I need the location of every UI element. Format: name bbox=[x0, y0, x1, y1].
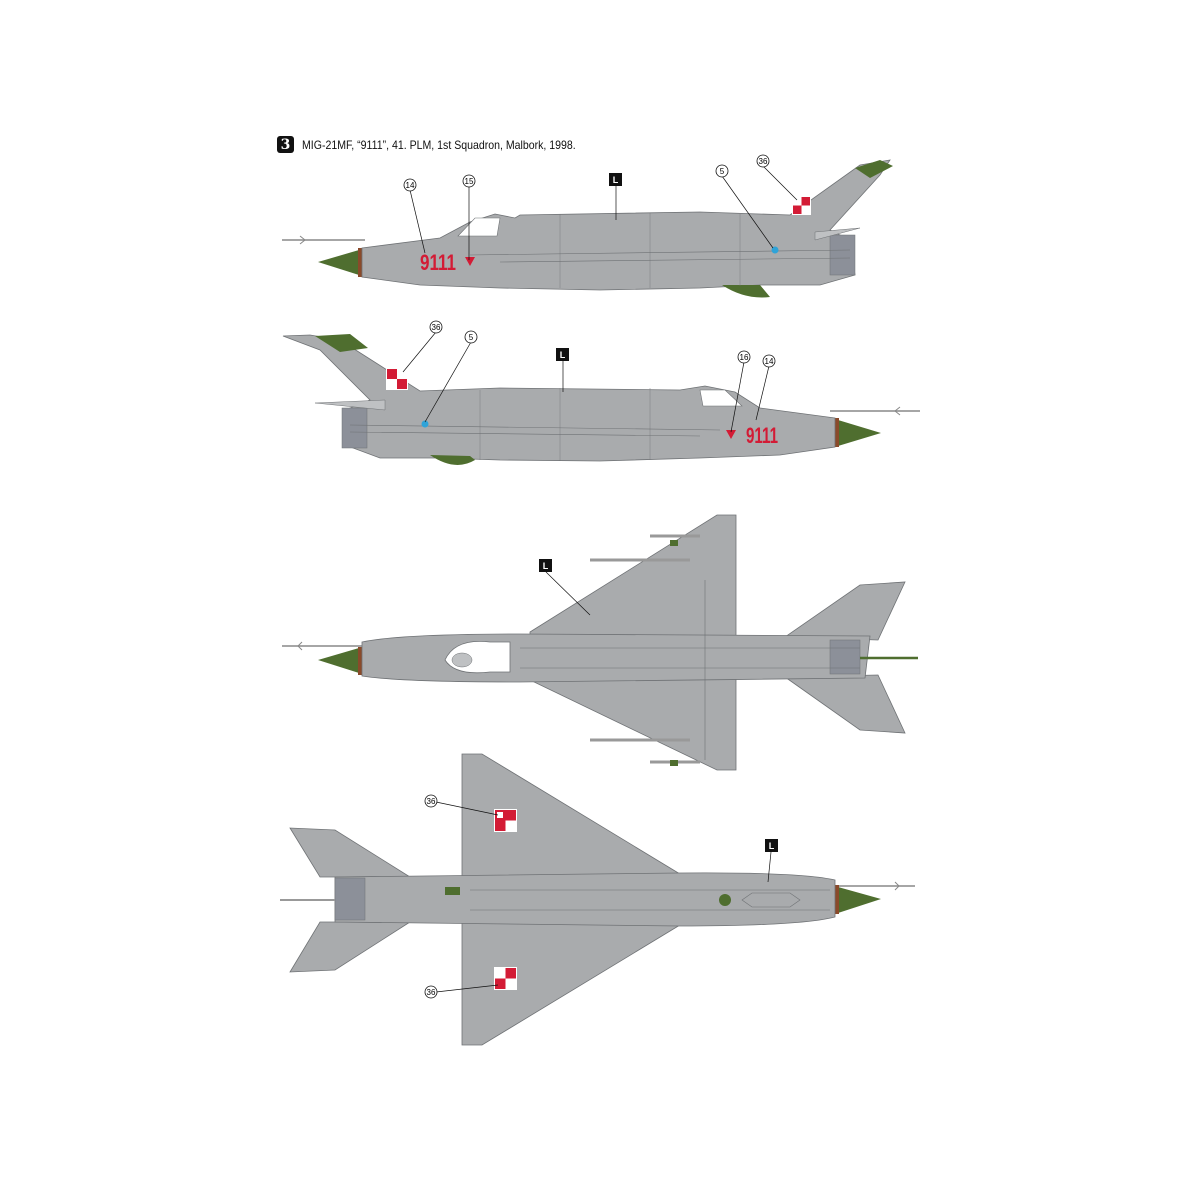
svg-text:14: 14 bbox=[406, 181, 415, 190]
right-side-view: 9111 36 5 16 14 L bbox=[282, 320, 920, 465]
svg-text:L: L bbox=[769, 841, 775, 851]
paint-label-L: L bbox=[556, 348, 569, 392]
top-view: L bbox=[282, 514, 918, 771]
svg-text:15: 15 bbox=[465, 177, 474, 186]
profile-caption-text: MIG-21MF, “9111”, 41. PLM, 1st Squadron,… bbox=[302, 137, 576, 152]
left-side-view: 9111 14 15 5 36 L bbox=[282, 154, 893, 298]
paint-label-L: L bbox=[539, 559, 591, 616]
profile-number-badge: 3 bbox=[277, 136, 294, 153]
svg-text:L: L bbox=[560, 350, 566, 360]
polish-checkerboard-lower bbox=[494, 967, 517, 990]
callout-16: 16 bbox=[730, 350, 751, 433]
svg-text:36: 36 bbox=[427, 797, 436, 806]
nose-cone bbox=[838, 420, 881, 446]
nose-cone bbox=[838, 887, 881, 913]
svg-text:5: 5 bbox=[469, 333, 474, 342]
callout-5: 5 bbox=[424, 330, 478, 423]
svg-text:36: 36 bbox=[432, 323, 441, 332]
svg-text:16: 16 bbox=[740, 353, 749, 362]
svg-text:36: 36 bbox=[759, 157, 768, 166]
svg-text:14: 14 bbox=[765, 357, 774, 366]
svg-text:L: L bbox=[543, 561, 549, 571]
polish-checkerboard bbox=[792, 196, 811, 215]
profile-caption: 3 MIG-21MF, “9111”, 41. PLM, 1st Squadro… bbox=[277, 136, 613, 153]
paint-label-L: L bbox=[765, 839, 778, 883]
callout-14: 14 bbox=[755, 354, 776, 421]
nose-cone bbox=[318, 648, 359, 673]
svg-text:5: 5 bbox=[720, 167, 725, 176]
serial-number: 9111 bbox=[420, 250, 456, 275]
fuselage bbox=[361, 633, 871, 683]
callout-36-lower: 36 bbox=[424, 984, 499, 999]
callout-36-upper: 36 bbox=[424, 794, 499, 816]
callout-36: 36 bbox=[402, 320, 443, 373]
polish-checkerboard bbox=[386, 368, 408, 390]
serial-number: 9111 bbox=[746, 423, 778, 448]
callout-5: 5 bbox=[715, 164, 774, 249]
svg-text:L: L bbox=[613, 175, 619, 185]
callout-36: 36 bbox=[756, 154, 798, 201]
bottom-view: 36 36 L bbox=[280, 753, 915, 1046]
polish-checkerboard-upper bbox=[494, 809, 517, 832]
callout-15: 15 bbox=[462, 174, 476, 260]
paint-label-L: L bbox=[609, 173, 622, 220]
callout-14: 14 bbox=[403, 178, 426, 254]
fuselage bbox=[361, 159, 891, 291]
svg-text:36: 36 bbox=[427, 988, 436, 997]
nose-cone bbox=[318, 250, 359, 275]
fuselage bbox=[334, 872, 836, 927]
